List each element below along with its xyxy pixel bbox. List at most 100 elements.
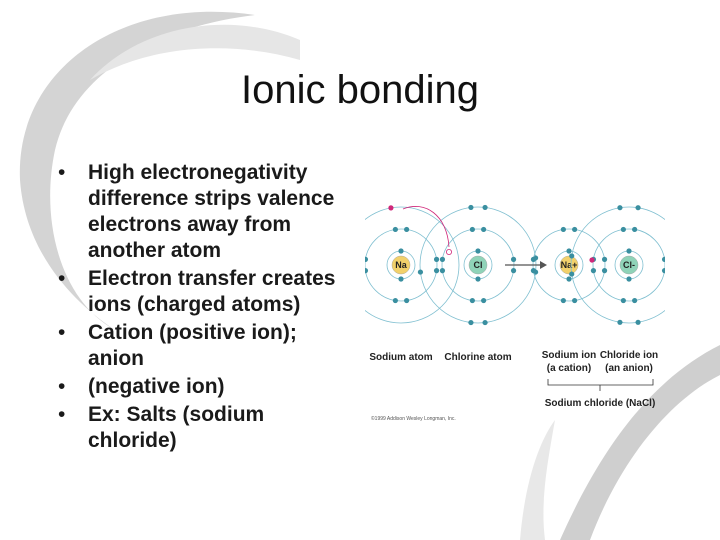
electron — [482, 204, 488, 211]
bullet-text: Ex: Salts (sodium chloride) — [88, 403, 265, 452]
electron — [661, 256, 665, 262]
bullet-dot: • — [58, 375, 66, 398]
electron — [475, 248, 481, 254]
electron — [439, 268, 446, 274]
electron — [530, 268, 537, 274]
electron — [481, 297, 487, 304]
electron — [566, 248, 572, 254]
electron — [365, 256, 369, 262]
electron — [468, 204, 474, 211]
electron — [632, 297, 638, 304]
atom-group: Cl — [417, 204, 539, 326]
electron — [433, 256, 440, 262]
electron — [468, 319, 474, 326]
electron — [433, 268, 440, 274]
bullet-dot: • — [58, 403, 66, 426]
electron — [510, 256, 517, 262]
sodium-ion-sublabel: (a cation) — [547, 363, 591, 374]
electron-shell — [365, 228, 438, 302]
swoosh-right — [560, 345, 720, 540]
electron — [560, 297, 566, 304]
electron — [569, 271, 575, 277]
electron — [560, 226, 566, 233]
electron — [398, 276, 404, 282]
bullet-text: (negative ion) — [88, 375, 225, 398]
nucleus — [468, 255, 488, 275]
atom-group: Cl- — [569, 205, 665, 325]
electron — [530, 256, 537, 262]
nucleus — [391, 255, 411, 275]
electron-shell — [592, 228, 665, 302]
bullet-dot: • — [58, 161, 66, 184]
electron — [392, 226, 398, 233]
bullet-text: High electronegativity difference strips… — [88, 161, 335, 262]
bullet-dot: • — [58, 267, 66, 290]
electron — [469, 226, 475, 233]
sodium-atom-label: Sodium atom — [369, 352, 432, 363]
nucleus-symbol: Na+ — [561, 260, 578, 270]
bullet-item: • Electron transfer creates ions (charged… — [58, 266, 348, 318]
electron — [601, 268, 608, 274]
bullet-list: • High electronegativity difference strip… — [58, 160, 348, 456]
transferred-electron — [388, 205, 394, 211]
nucleus — [559, 255, 579, 275]
bullet-item: • Ex: Salts (sodium chloride) — [58, 402, 348, 454]
electron — [572, 297, 578, 304]
ionic-bond-diagram: Na Cl Na+ Cl- Sodium atom Chlorine atom Sod… — [365, 204, 665, 422]
nucleus-symbol: Cl- — [623, 260, 635, 270]
electron — [510, 268, 517, 274]
electron — [601, 256, 608, 262]
electron — [572, 226, 578, 233]
electron — [439, 256, 446, 262]
electron — [566, 276, 572, 282]
electron — [569, 253, 575, 259]
electron — [365, 268, 369, 274]
chlorine-atom-label: Chlorine atom — [444, 352, 511, 363]
electron-shell — [570, 206, 665, 324]
electron-target — [446, 249, 453, 256]
atom-group: Na — [365, 205, 460, 324]
electron — [620, 226, 626, 233]
swoosh-right-faint — [520, 420, 555, 540]
electron — [635, 205, 641, 211]
sodium-ion-label: Sodium ion — [542, 350, 596, 361]
electron — [626, 276, 632, 282]
electron — [417, 269, 424, 275]
bullet-item: • Cation (positive ion); anion — [58, 320, 348, 372]
swoosh-arc-inner — [90, 24, 300, 80]
copyright-text: ©1999 Addison Wesley Longman, Inc. — [371, 415, 456, 422]
electron — [404, 297, 410, 304]
electron — [590, 268, 597, 274]
bullet-text: Cation (positive ion); anion — [88, 321, 297, 370]
electron — [392, 297, 398, 304]
bullet-item: • High electronegativity difference strip… — [58, 160, 348, 264]
electron — [475, 276, 481, 282]
reaction-arrowhead — [540, 261, 547, 269]
electron — [620, 297, 626, 304]
swoosh-arc — [19, 11, 255, 331]
bullet-dot: • — [58, 321, 66, 344]
electron — [661, 268, 665, 274]
nucleus-symbol: Cl — [474, 260, 483, 270]
sodium-chloride-label: Sodium chloride (NaCl) — [545, 398, 656, 409]
transfer-arrow — [402, 206, 450, 248]
bullet-text: Electron transfer creates ions (charged … — [88, 267, 336, 316]
electron — [617, 319, 623, 325]
electron — [632, 226, 638, 233]
electron — [481, 226, 487, 233]
electron — [626, 248, 632, 254]
electron — [398, 248, 404, 254]
nucleus — [619, 255, 639, 275]
electron-shell — [365, 206, 460, 324]
nucleus-symbol: Na — [395, 260, 407, 270]
atoms-layer: Na Cl Na+ Cl- — [365, 204, 665, 326]
bullet-item: • (negative ion) — [58, 374, 348, 400]
slide-title: Ionic bonding — [241, 68, 479, 112]
electron — [469, 297, 475, 304]
electron — [482, 319, 488, 326]
chloride-ion-sublabel: (an anion) — [605, 363, 653, 374]
electron — [635, 319, 641, 325]
chloride-ion-label: Chloride ion — [600, 350, 658, 361]
electron — [617, 205, 623, 211]
